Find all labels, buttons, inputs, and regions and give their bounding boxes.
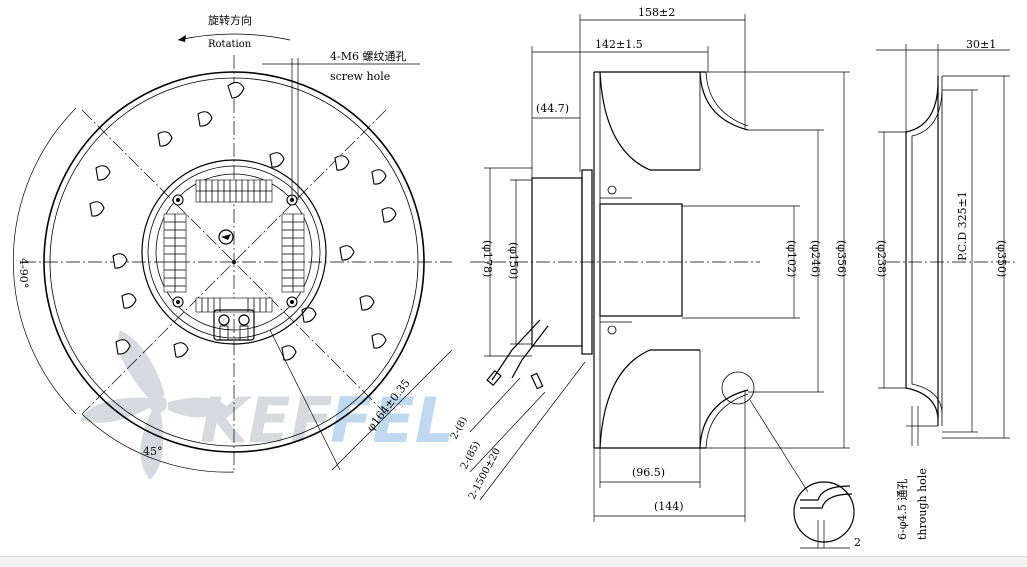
detail-callout-circle (721, 371, 755, 405)
dia-164-dim-line (331, 349, 453, 471)
cable (491, 319, 541, 381)
dim-356-label: (φ356) (835, 240, 848, 277)
ring-profile (905, 85, 939, 419)
impeller-bottom-curve (599, 349, 700, 449)
watermark: KEF FEL (80, 330, 454, 480)
cable-85-label: 2-(85) (459, 439, 483, 471)
pcd-325-label: P.C.D 325±1 (956, 191, 969, 261)
rotation-label-en: Rotation (208, 39, 252, 50)
angle-90-label: 4-90° (17, 258, 30, 288)
screw-hole-label-cn: 4-M6 螺纹通孔 (330, 49, 406, 63)
dim-30-label: 30±1 (966, 38, 996, 51)
motor-hub-ring (147, 165, 321, 339)
rotation-arrow (177, 33, 291, 41)
rotation-label-cn: 旋转方向 (208, 13, 252, 27)
bottom-bar (0, 556, 1027, 567)
angle-45-label: 45° (143, 445, 163, 458)
motor-hub-outer (141, 159, 327, 345)
dim-102-label: (φ102) (785, 240, 798, 277)
dim-142-label: 142±1.5 (595, 38, 643, 51)
hub-screw-holes (172, 194, 298, 308)
side-view: 158±2 142±1.5 (44.7) (φ178) (φ150) (φ102… (449, 6, 861, 549)
hub-center-mark (232, 260, 236, 264)
dim-44-7-label: (44.7) (536, 102, 569, 115)
screw-hole-label-en: screw hole (330, 70, 390, 83)
motor-grill (163, 179, 305, 313)
dim-246-label: (φ246) (809, 240, 822, 277)
ring-view: 30±1 (φ238) P.C.D 325±1 (φ350) 6-φ4.5 通孔… (875, 38, 1015, 540)
through-hole-label-cn: 6-φ4.5 通孔 (896, 479, 909, 540)
dim-144-label: (144) (654, 500, 684, 513)
hub-logo-icon (218, 229, 234, 245)
motor-hub-inner (155, 173, 313, 331)
watermark-brand-grey: KEF (200, 384, 333, 457)
impeller-top-curve (599, 71, 700, 171)
detail-2-label: 2 (854, 536, 861, 549)
cable-glands (213, 309, 255, 341)
angle-arc-90 (12, 107, 77, 415)
dim-158-label: 158±2 (638, 6, 675, 19)
front-centerline-d1 (81, 109, 387, 415)
dim-350-label: (φ350) (995, 240, 1008, 277)
watermark-brand-blue: FEL (330, 384, 454, 457)
angle-arc-45 (81, 413, 235, 473)
dim-178-label: (φ178) (481, 240, 494, 277)
dim-150-label: (φ150) (507, 242, 520, 279)
through-hole-label-en: through hole (916, 468, 929, 540)
motor-shaft-housing (599, 203, 683, 317)
dim-238-label: (φ238) (875, 240, 888, 277)
dim-96-5-label: (96.5) (632, 466, 665, 479)
blade-openings (89, 81, 397, 361)
